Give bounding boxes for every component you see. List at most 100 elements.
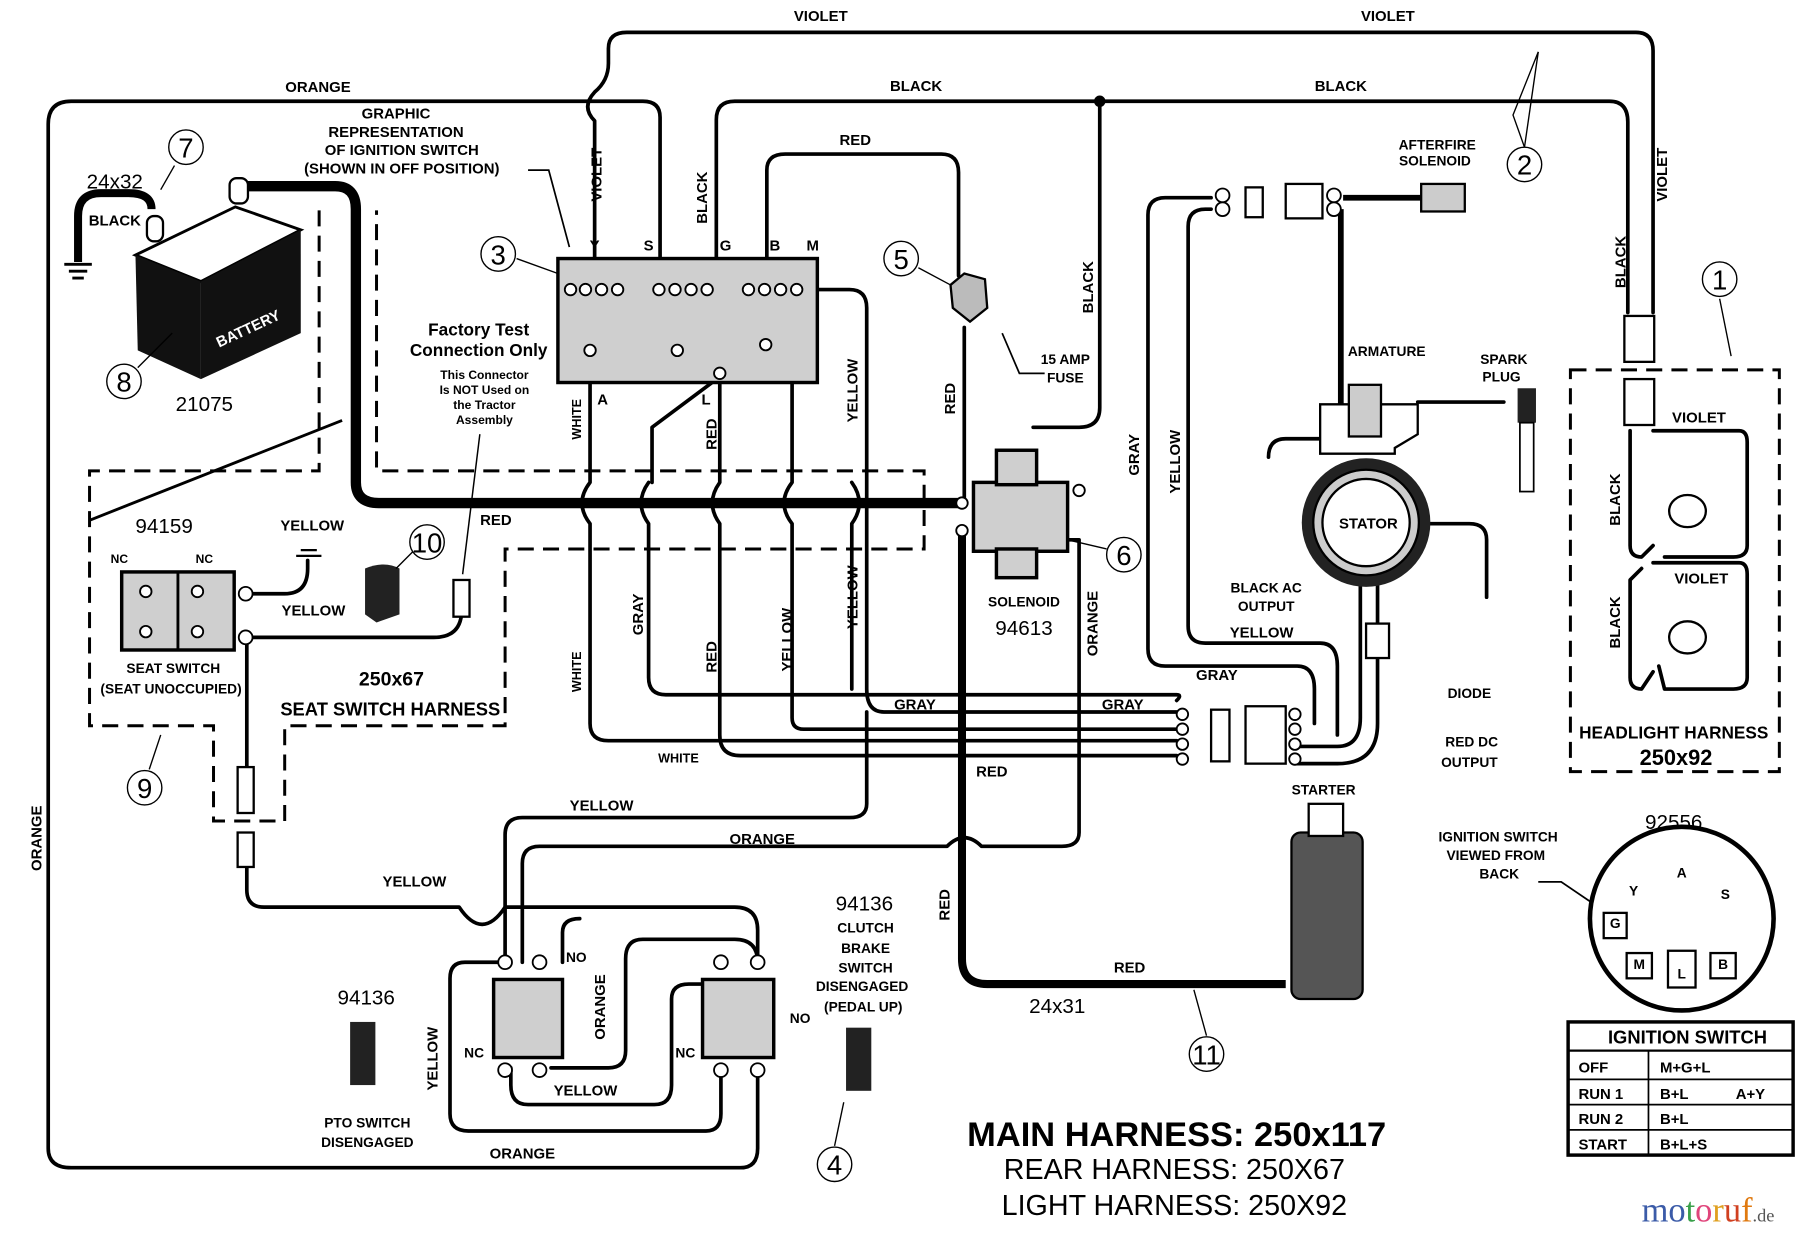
watermark-letter: t [1686,1192,1696,1230]
factory-test-note: Factory Test Connection Only This Connec… [410,319,548,618]
wire-label: ORANGE [592,974,609,1039]
wire-label: ORANGE [28,805,45,870]
wire-label: WHITE [570,399,584,440]
callout-11: 11 [1192,1039,1221,1070]
battery-cable: 24x32 [87,171,143,194]
wire-label: GRAY [894,697,936,714]
clutch-switch-icon [846,1027,872,1091]
wire-label: YELLOW [424,1026,441,1091]
rear-harness-title: REAR HARNESS: 250X67 [1004,1154,1345,1186]
wire-red-l2 [710,374,1179,758]
wire-label: BLACK [1607,473,1624,525]
wire-label: ORANGE [730,831,795,848]
callout-9: 9 [137,773,152,804]
main-connector-left [1209,708,1231,763]
table-row-c1: B+L [1660,1086,1689,1103]
seat-switch-caption-2: (SEAT UNOCCUPIED) [100,682,241,697]
wire-label: WHITE [658,751,699,765]
wire-yellow-seat [244,859,760,965]
wire-engine-yellow [1186,207,1340,737]
black-ac-label-2: OUTPUT [1238,599,1295,614]
callouts [106,129,1738,1183]
main-harness-title: MAIN HARNESS: 250x117 [967,1116,1386,1154]
spark-plug-label-2: PLUG [1482,369,1520,384]
seat-connector-1 [236,765,255,815]
watermark-letter: o [1695,1192,1712,1230]
wire-label: BLACK [694,171,711,223]
wire-label: YELLOW [1167,429,1184,494]
wire-label: YELLOW [779,607,796,672]
wire-label: YELLOW [570,798,635,815]
wire-clutch-loop-b [509,982,723,1107]
wire-label: BLACK [1613,236,1630,288]
engine-connector-right [1284,182,1324,220]
wire-red-l [650,374,722,485]
wire-label: RED [480,512,512,529]
wire-red-dc [1295,566,1380,766]
ignition-back-part: 92556 [1645,811,1702,834]
main-connector-right [1244,705,1287,765]
ignition-caption-1: GRAPHIC [362,105,431,122]
wire-label: VIOLET [1654,148,1671,202]
callout-leaders [137,51,1732,1147]
wire-orange-outer [46,99,760,1170]
ignition-caption-3: OF IGNITION SWITCH [325,142,479,159]
armature-label: ARMATURE [1348,344,1426,359]
pin-l: L [1678,966,1686,981]
wire-label: VIOLET [794,8,848,25]
factory-test-title-1: Factory Test [428,319,529,339]
wire-label: RED [1114,960,1146,977]
wire-orange-solenoid [520,537,1081,965]
factory-test-note-2: Is NOT Used on [440,383,530,397]
battery-red-cable [241,181,965,509]
pin-s: S [1721,887,1730,902]
spark-plug [1517,388,1536,423]
callout-3: 3 [491,239,506,270]
watermark-letter: u [1724,1192,1741,1230]
ground-icon [296,548,322,558]
wire-label: BLACK [1080,261,1097,313]
table-row-c1: B+L+S [1660,1136,1707,1153]
table-row-pos: RUN 1 [1578,1086,1623,1103]
wire-label: RED [703,641,720,673]
wire-label: RED [703,418,720,450]
wire-label: GRAY [630,594,647,636]
watermark-logo: motoruf.de [1642,1192,1775,1230]
wire-label: BLACK [89,212,141,229]
black-ac-label-1: BLACK AC [1231,581,1302,596]
seat-switch-part: 94159 [135,515,192,538]
headlight-harness: HEADLIGHT HARNESS 250x92 [1579,314,1768,770]
starter-motor: STARTER 24x31 [1029,783,1364,1018]
watermark-letter: m [1642,1192,1669,1230]
wire-red-fuse [765,152,961,284]
pin-b: B [1718,957,1728,972]
wire-label: RED [839,132,871,149]
wire-seat-yellow-gnd [248,558,310,596]
wire-label: RED [976,763,1008,780]
ground-icon [64,262,92,280]
clutch-caption-5: (PEDAL UP) [824,1000,903,1015]
caption-arrow [528,169,571,248]
callout-4: 4 [827,1150,842,1181]
solenoid-label: SOLENOID [988,594,1060,609]
wire-yellow-3 [849,480,862,691]
wire-label: VIOLET [1672,410,1726,427]
seat-connector-2 [236,831,255,869]
afterfire-label-2: SOLENOID [1399,154,1471,169]
table-row-pos: START [1578,1136,1627,1153]
wire-orange-sw [560,916,582,965]
wire-label: RED [942,383,959,415]
light-harness-title: LIGHT HARNESS: 250X92 [1002,1190,1347,1222]
wire-label: GRAY [1102,697,1144,714]
wire-label: YELLOW [280,518,345,535]
pto-caption-2: DISENGAGED [321,1135,414,1150]
terminal-m: M [807,238,819,255]
stator-label: STATOR [1339,515,1398,532]
no-label-1: NO [566,950,587,965]
pto-switch-icon [350,1021,376,1086]
relay-10 [365,564,400,623]
pin-g: G [1610,916,1621,931]
wire-label: RED [936,889,953,921]
terminal-y: Y [590,238,600,255]
pto-caption-1: PTO SWITCH [324,1116,410,1131]
